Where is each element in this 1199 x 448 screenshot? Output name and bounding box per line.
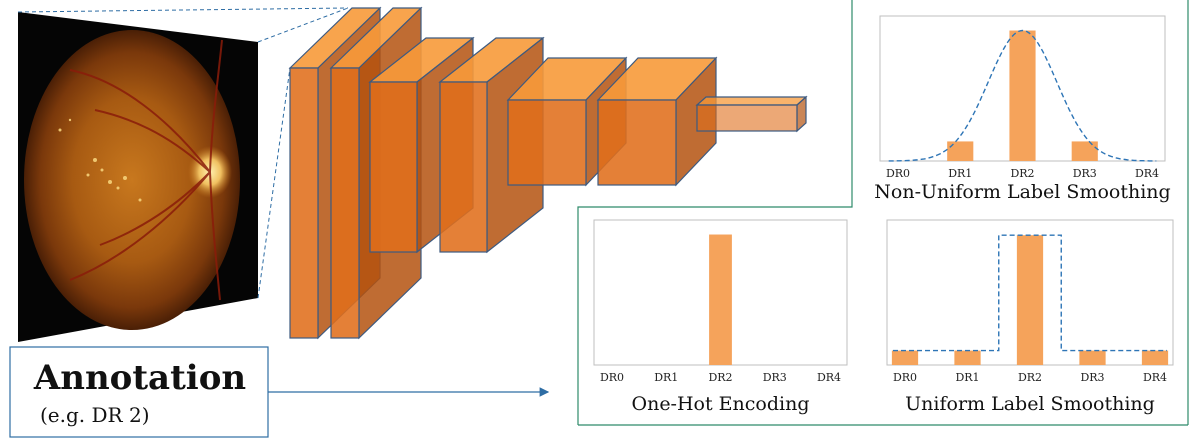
annotation-box: Annotation (e.g. DR 2) — [9, 346, 269, 438]
x-tick-label: DR4 — [1135, 167, 1159, 180]
label-panel-outline — [577, 0, 1189, 425]
bar-dr2 — [1009, 30, 1036, 162]
cnn-block-front — [507, 99, 587, 186]
x-tick-label: DR0 — [600, 371, 624, 384]
bar-dr0 — [891, 350, 919, 365]
bar-dr2 — [709, 234, 732, 365]
cnn-block-front — [696, 104, 798, 132]
cnn-block-front — [289, 67, 319, 339]
exudates — [58, 118, 142, 202]
x-tick-label: DR2 — [708, 371, 732, 384]
cnn-layer-block — [596, 56, 718, 187]
cnn-block-front — [330, 67, 360, 339]
x-tick-label: DR1 — [955, 371, 979, 384]
bar-dr3 — [1071, 141, 1098, 161]
smoothing-step-line — [893, 234, 1167, 352]
fundus-image — [18, 12, 258, 342]
bar-dr2 — [1016, 235, 1044, 365]
bar-dr4 — [1141, 350, 1169, 365]
x-tick-label: DR2 — [1018, 371, 1042, 384]
annotation-example: (e.g. DR 2) — [40, 403, 150, 427]
cnn-block-front — [439, 81, 488, 253]
cnn-layer-block — [695, 95, 808, 133]
x-tick-label: DR3 — [1073, 167, 1097, 180]
blood-vessels — [69, 39, 223, 301]
bar-dr1 — [954, 350, 981, 365]
x-tick-label: DR4 — [1143, 371, 1167, 384]
chart-caption: Non-Uniform Label Smoothing — [874, 181, 1170, 203]
chart-caption: One-Hot Encoding — [632, 393, 810, 415]
x-tick-label: DR1 — [654, 371, 678, 384]
cnn-architecture — [288, 6, 808, 340]
smoothing-curve — [888, 29, 1157, 162]
x-tick-label: DR3 — [763, 371, 787, 384]
x-tick-label: DR4 — [817, 371, 841, 384]
cnn-block-front — [597, 99, 677, 186]
annotation-title: Annotation — [33, 358, 246, 398]
cnn-block-top — [695, 96, 808, 106]
x-tick-label: DR1 — [948, 167, 972, 180]
chart-caption: Uniform Label Smoothing — [905, 393, 1155, 415]
bar-dr3 — [1079, 350, 1106, 365]
bar-dr1 — [947, 141, 974, 161]
x-tick-label: DR0 — [886, 167, 910, 180]
x-tick-label: DR2 — [1010, 167, 1034, 180]
x-tick-label: DR0 — [893, 371, 917, 384]
cnn-block-front — [369, 81, 418, 253]
projection-lines — [17, 7, 349, 299]
x-tick-label: DR3 — [1080, 371, 1104, 384]
